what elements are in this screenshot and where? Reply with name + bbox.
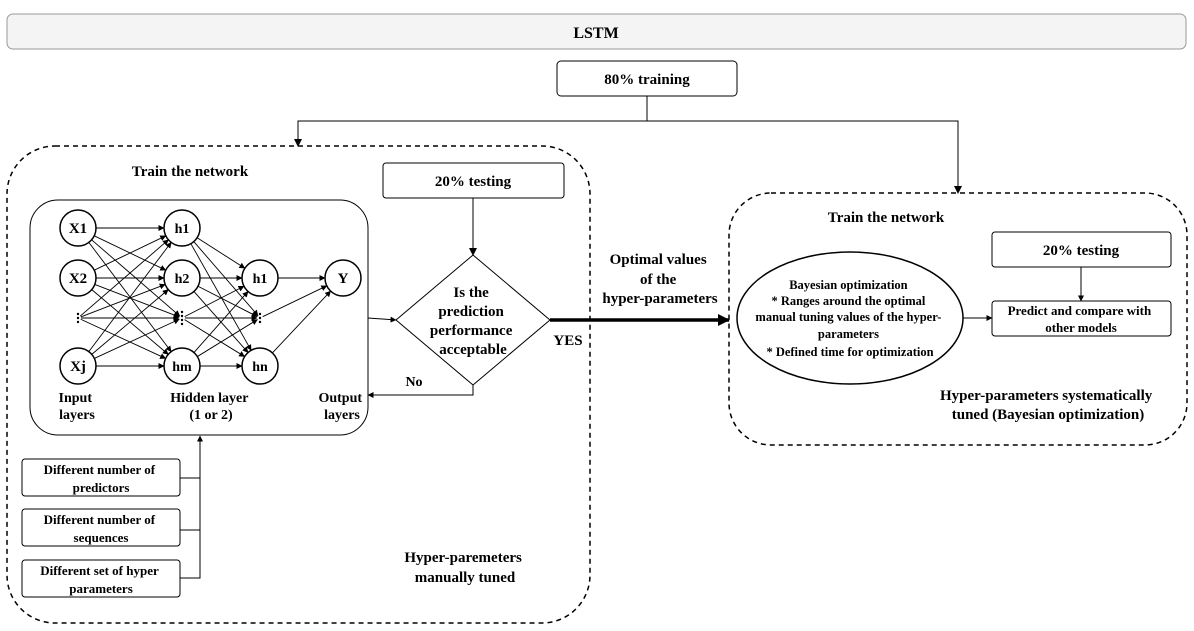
neural-network-panel [29,199,369,436]
network-edge [193,241,259,317]
hidden-node: hm [163,347,201,385]
network-edge [184,319,246,357]
hidden-node: h1 [241,259,279,297]
option-text: Different set of hyper parameters [40,563,162,596]
diagram-title: LSTM [573,25,618,42]
input-node-label: X2 [69,271,87,287]
hidden-node: hn [241,347,279,385]
input-node-label: Xj [70,359,86,375]
option-text: Different number of predictors [44,462,159,495]
network-edge [197,285,258,318]
hidden-layer-caption: Hidden layer (1 or 2) [170,391,251,423]
ellipsis-dots [76,310,262,326]
input-layer-caption: Input layers [59,391,96,423]
network-edge [88,241,172,352]
network-edge [94,318,180,359]
training-split-label: 80% training [604,72,690,88]
hidden-node: h1 [163,209,201,247]
hidden-node-label: hm [172,360,192,375]
output-layer-caption: Output layers [318,391,365,423]
split-connector [294,96,962,194]
yes-label: YES [553,333,582,349]
input-node-label: X1 [69,221,87,237]
network-edge [80,283,166,318]
network-connections [79,225,331,369]
hidden-node: h2 [163,259,201,297]
network-edge [79,239,169,317]
decision-diamond [395,254,551,386]
hidden-node-label: h1 [253,272,268,287]
input-node: X2 [59,259,97,297]
output-node: Y [324,259,362,297]
network-edge [193,291,249,353]
bayesian-footer: Hyper-parameters systematically tuned (B… [940,388,1156,423]
bayesian-testing-label: 20% testing [1043,243,1120,259]
hidden-node-label: hn [252,360,268,375]
network-edge [80,318,167,359]
title-bar [6,13,1187,50]
output-node-label: Y [338,271,349,287]
transfer-label: Optimal values of the hyper-parameters [602,252,717,307]
hidden-node-label: h2 [175,272,190,287]
network-edge [197,319,258,357]
input-node: Xj [59,347,97,385]
bayesian-tuning-region [728,192,1188,446]
network-edge [94,235,167,271]
network-edge [196,237,246,269]
manual-tuning-region [6,145,591,624]
bayesian-ellipse-text: Bayesian optimization * Ranges around th… [755,278,944,359]
input-node: X1 [59,209,97,247]
manual-testing-label: 20% testing [435,174,512,190]
option-box [21,508,181,547]
predict-compare-text: Predict and compare with other models [1008,303,1155,335]
network-edge [190,243,252,351]
manual-footer: Hyper-paremeters manually tuned [404,550,525,586]
option-text: Different number of sequences [44,512,159,545]
hidden-node-label: h1 [175,222,190,237]
options-connector [180,435,203,579]
bayesian-train-heading: Train the network [828,210,945,226]
network-edge [94,284,180,318]
network-edge [272,290,331,354]
network-edge [184,285,245,318]
no-label: No [405,375,422,390]
decision-text: Is the prediction performance acceptable [430,285,516,358]
manual-train-heading: Train the network [132,164,249,180]
network-edge [91,289,169,355]
network-edge [262,285,328,318]
